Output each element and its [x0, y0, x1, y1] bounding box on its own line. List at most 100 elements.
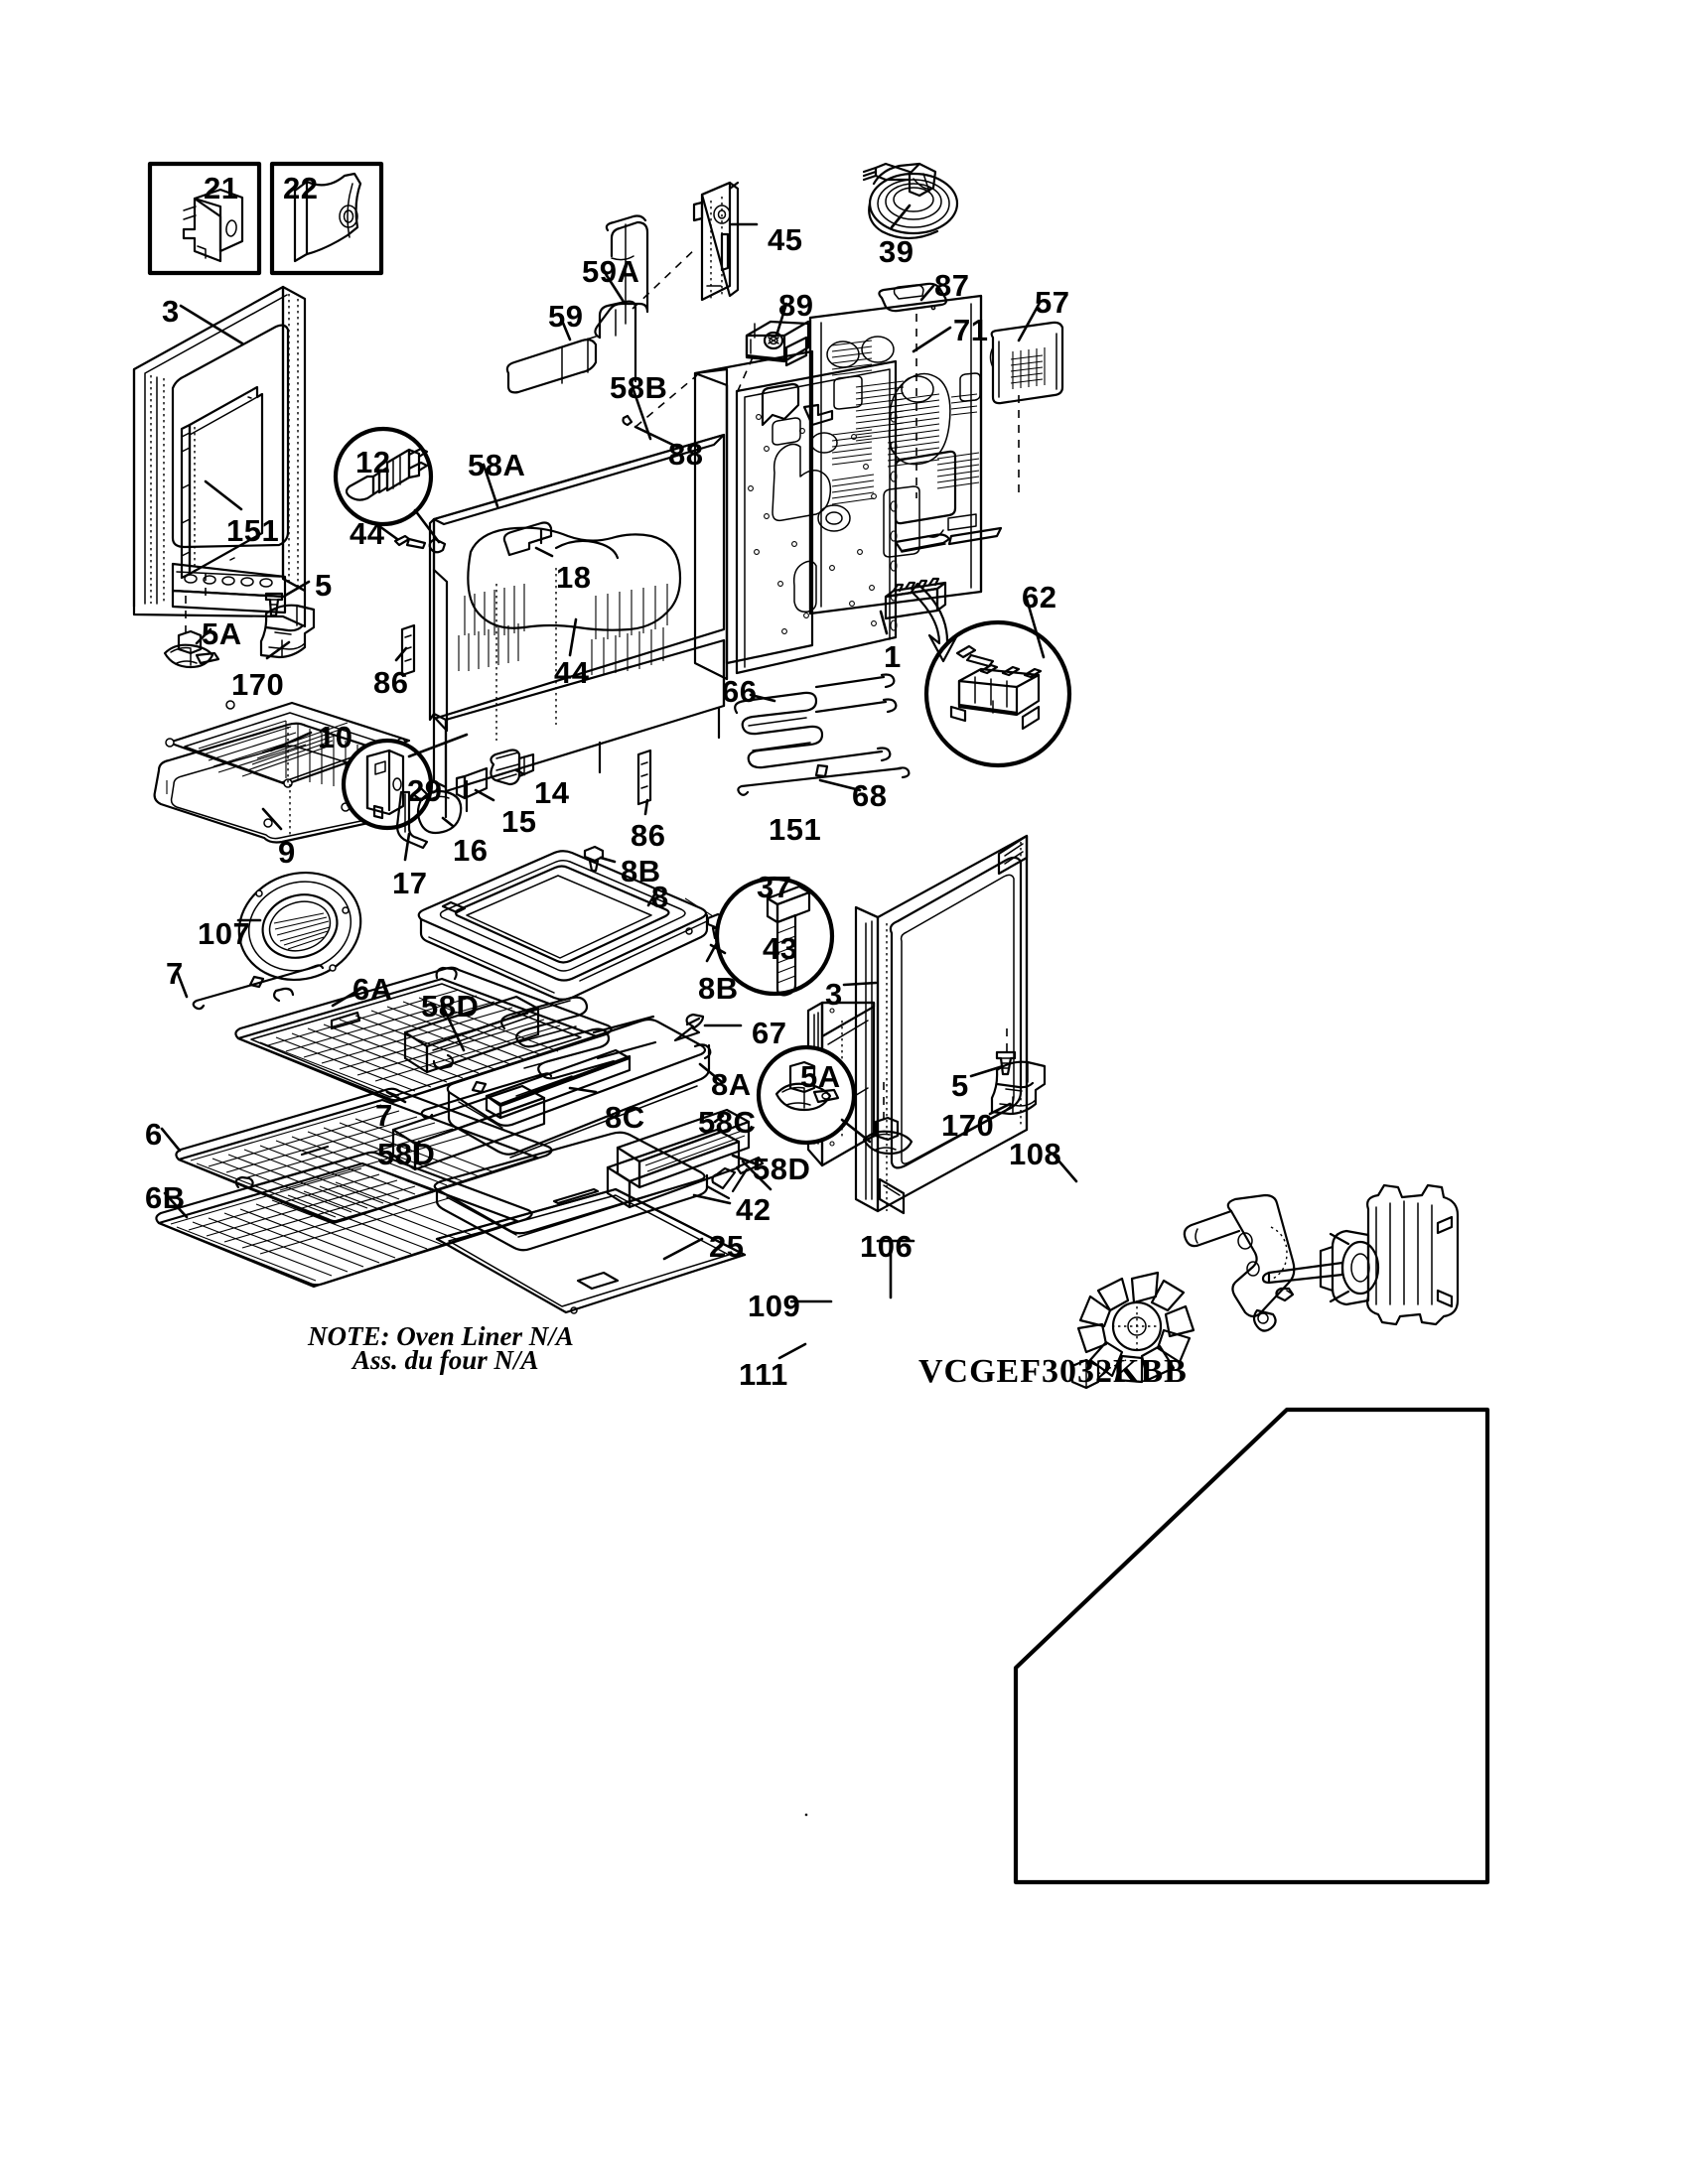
callout-15: 15	[501, 804, 537, 839]
callout-67: 67	[752, 1016, 787, 1050]
callout-88: 88	[668, 437, 704, 472]
callout-62: 62	[1022, 580, 1057, 614]
callout-71: 71	[953, 313, 989, 347]
part-8-oven-bottom	[417, 850, 709, 1001]
inset-box-21	[147, 161, 262, 276]
part-86-guide-right	[636, 749, 652, 806]
callout-111: 111	[739, 1357, 788, 1392]
callout-109: 109	[748, 1289, 801, 1323]
leader-3-right	[842, 981, 878, 987]
part-107-fan-cover	[237, 871, 362, 982]
part-7-rod-a	[192, 964, 325, 1011]
leader-58B	[631, 385, 652, 441]
leader-89	[774, 302, 788, 338]
part-58A-oven-cavity	[428, 433, 726, 819]
part-57-vent-grille-rear	[989, 321, 1064, 405]
leader-8A	[698, 1062, 724, 1084]
inset-box-22	[269, 161, 384, 276]
part-oven-door-right	[854, 834, 1029, 1215]
callout-170-right: 170	[941, 1108, 995, 1143]
part-8A-drawer-pan	[446, 1018, 712, 1159]
part-25-base-panel	[435, 1187, 747, 1314]
model-number: VCGEF3032KBB	[918, 1353, 1188, 1390]
part-45-vent-housing	[692, 181, 740, 302]
callout-151-left: 151	[226, 513, 280, 548]
part-15-lamp-socket	[455, 766, 489, 800]
callout-89: 89	[778, 288, 814, 323]
leader-12	[413, 508, 441, 544]
callout-106: 106	[860, 1229, 914, 1264]
callout-22: 22	[283, 171, 319, 205]
callout-7-b: 7	[375, 1098, 393, 1133]
callout-57: 57	[1035, 285, 1070, 320]
callout-58C: 58C	[698, 1105, 757, 1140]
leader-59	[558, 314, 572, 341]
inset-circle-5A-right	[756, 1044, 857, 1146]
callout-8C: 8C	[605, 1100, 645, 1135]
callout-87: 87	[934, 268, 970, 303]
part-8B-screw-top	[583, 845, 605, 873]
callout-5-right: 5	[951, 1068, 969, 1103]
leader-62	[1024, 594, 1046, 659]
callout-5A-right: 5A	[800, 1059, 841, 1094]
leader-58A	[482, 463, 499, 508]
callout-9: 9	[278, 835, 296, 870]
leader-57	[1017, 301, 1042, 342]
leader-37	[741, 1160, 773, 1191]
leader-18	[534, 546, 554, 558]
leader-42	[692, 1193, 732, 1205]
part-16-lens	[411, 786, 463, 835]
leader-44b	[568, 617, 578, 657]
callout-43: 43	[763, 931, 798, 966]
part-88-screw	[622, 414, 633, 427]
leader-16	[441, 816, 455, 828]
note-line-1: NOTE: Oven Liner N/A	[308, 1321, 574, 1351]
callout-7-a: 7	[166, 956, 184, 991]
callout-17: 17	[392, 866, 428, 900]
leader-17	[403, 832, 411, 862]
part-5A-leg-right	[862, 1082, 914, 1156]
leader-5A-left	[195, 627, 212, 645]
callout-86-b: 86	[631, 818, 666, 853]
leader-86b	[643, 798, 649, 816]
leader-29-hook	[407, 733, 469, 758]
callout-21: 21	[204, 171, 239, 205]
leader-88	[633, 425, 683, 451]
part-68-support-rods	[737, 763, 911, 796]
leader-71	[912, 326, 952, 353]
leader-58D-2	[413, 1140, 421, 1156]
callout-44-a: 44	[350, 516, 385, 551]
inset-circle-62	[923, 619, 1072, 768]
leader-3-left	[179, 304, 244, 345]
part-89-terminal-bracket	[745, 320, 810, 367]
leader-15	[474, 788, 495, 802]
leader-10	[269, 731, 313, 752]
leader-25	[662, 1237, 704, 1261]
part-42-bottom-panel	[433, 1131, 709, 1252]
part-37-screw	[705, 1156, 765, 1200]
callout-29: 29	[407, 773, 443, 808]
leader-68	[818, 778, 862, 792]
part-5A-leg-left	[163, 596, 220, 669]
leader-5-right	[969, 1064, 1005, 1078]
callout-151-right: 151	[769, 812, 822, 847]
callout-58D-3: 58D	[753, 1152, 811, 1186]
part-14-lamp	[490, 749, 535, 786]
leader-58C	[713, 1114, 725, 1124]
part-87-cover-plate	[878, 282, 947, 313]
part-5-screw-right	[995, 1028, 1017, 1076]
part-58C-rail	[616, 1108, 751, 1189]
leader-66	[749, 693, 776, 703]
inset-motor-panel	[1013, 1407, 1490, 1885]
callout-6: 6	[145, 1117, 163, 1152]
callout-42: 42	[736, 1192, 772, 1227]
part-106-motor-bracket	[1183, 1193, 1296, 1332]
callout-8A: 8A	[711, 1067, 752, 1102]
leader-8B-top	[599, 856, 617, 864]
callout-12: 12	[355, 445, 391, 479]
part-44-screw-a	[393, 534, 427, 550]
callout-45: 45	[768, 222, 803, 257]
align-88	[634, 374, 698, 428]
callout-8: 8	[651, 880, 669, 914]
leader-5-left	[283, 580, 311, 598]
